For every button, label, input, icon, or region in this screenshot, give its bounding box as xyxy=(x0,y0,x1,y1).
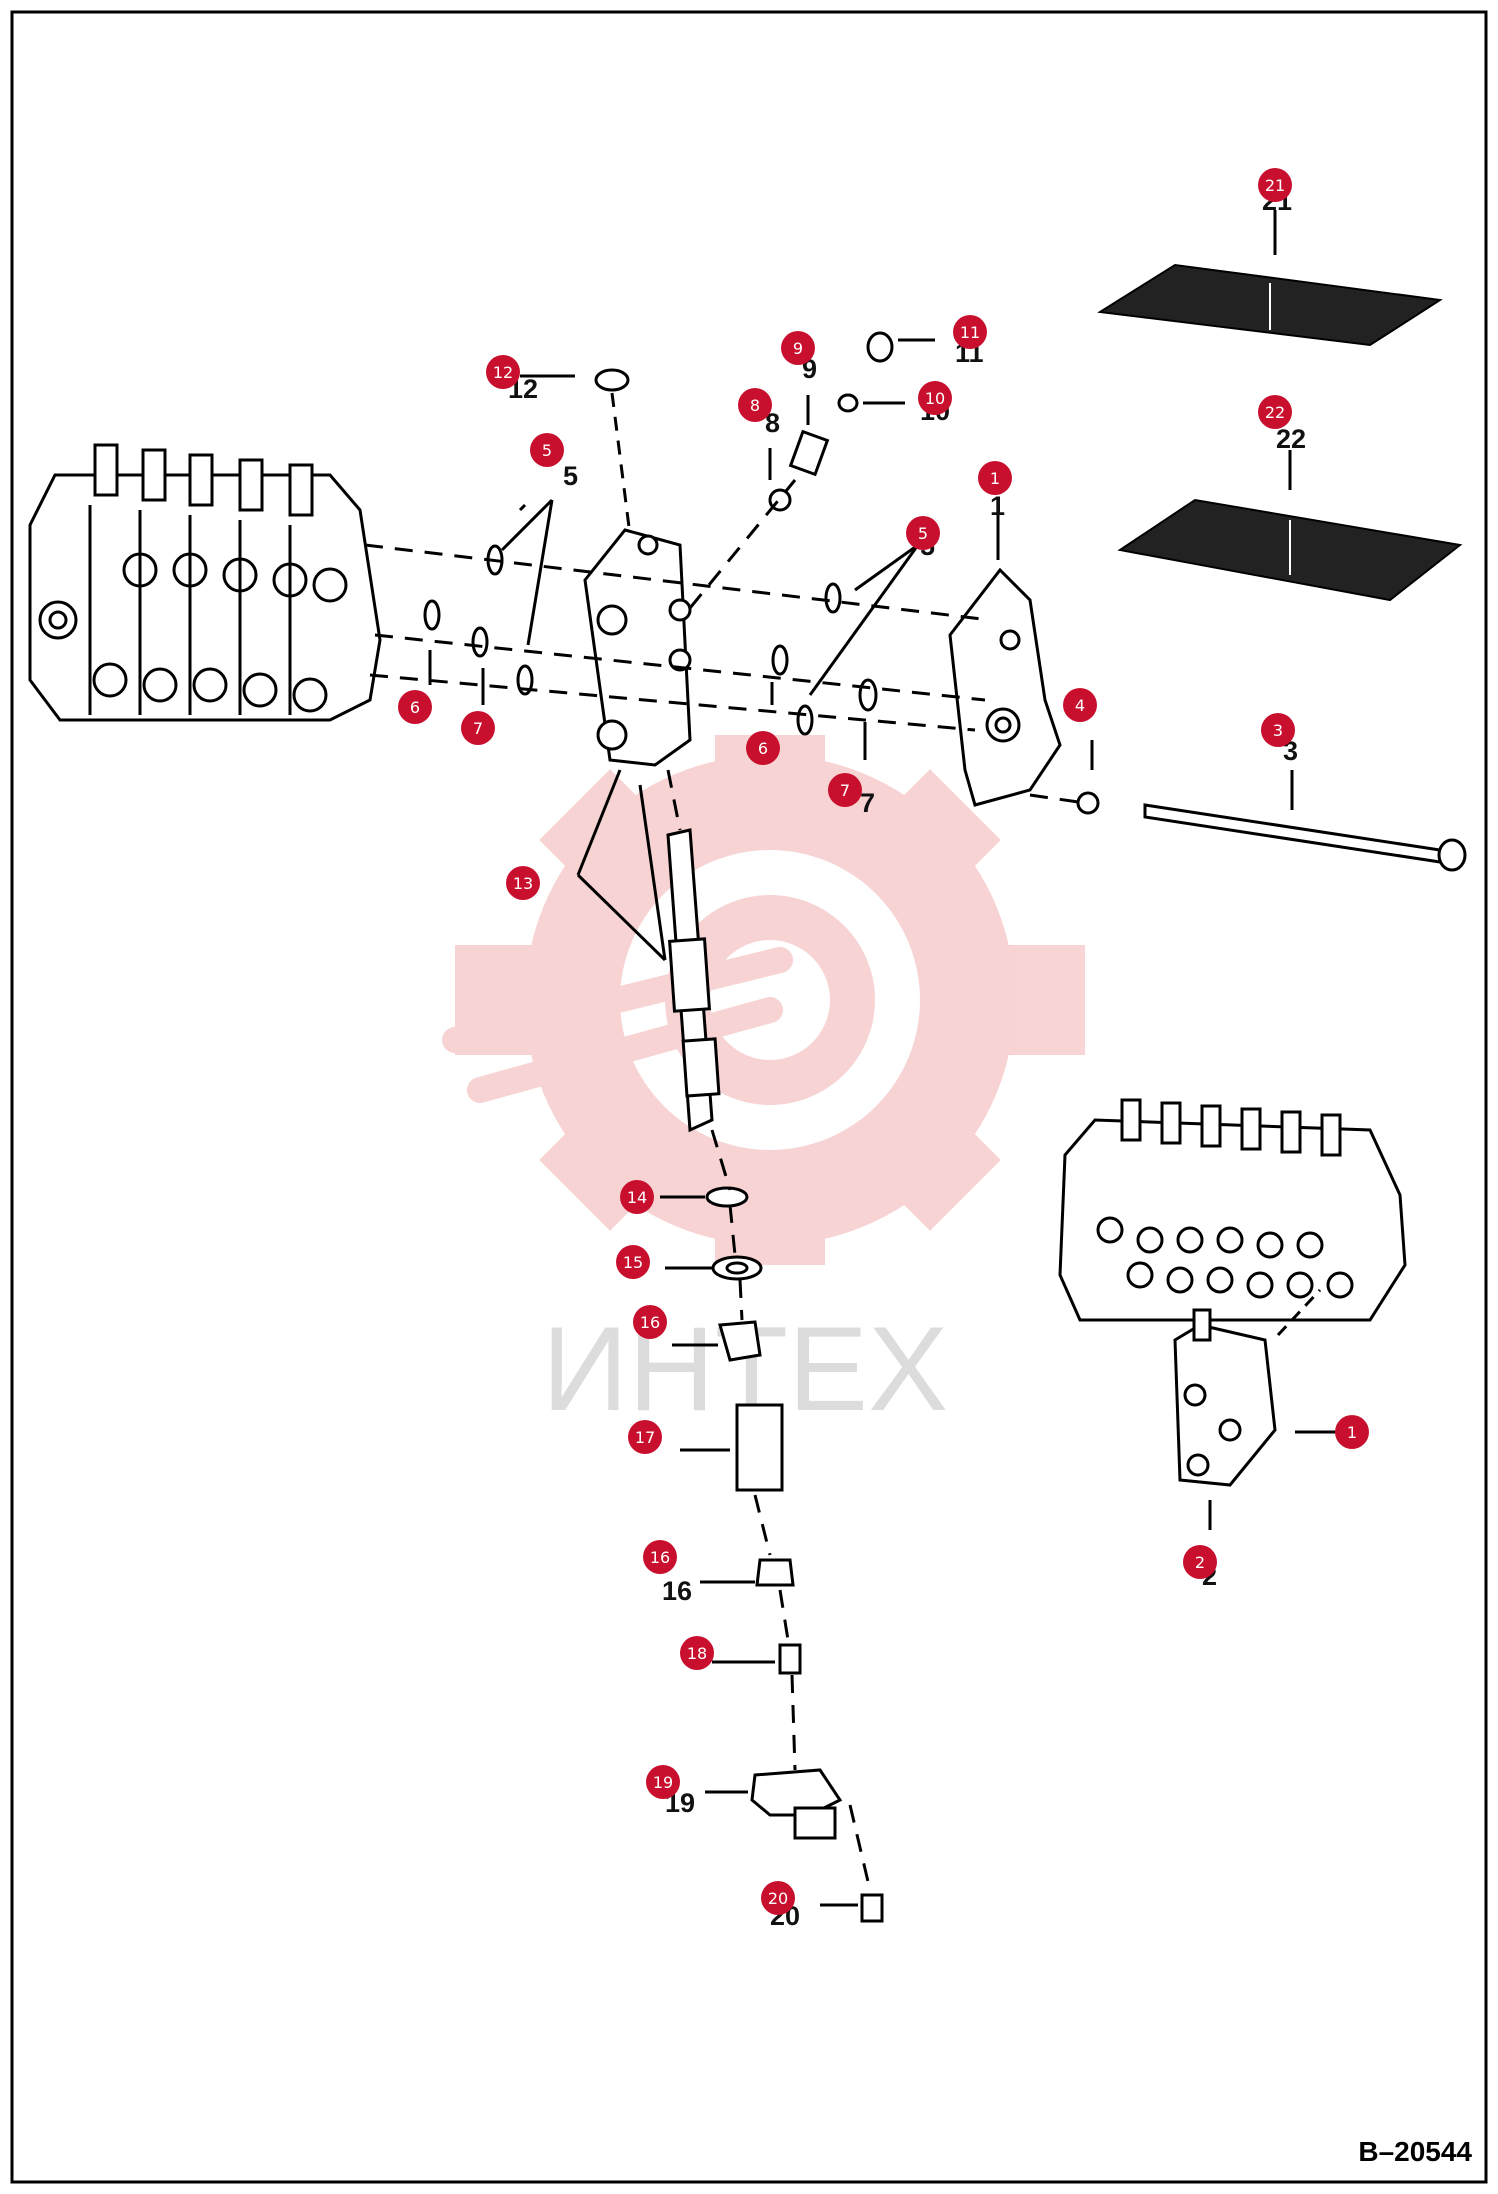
watermark-logo xyxy=(442,735,1085,1265)
svg-text:16: 16 xyxy=(640,1313,660,1332)
callout-3[interactable]: 3 xyxy=(1261,713,1295,747)
svg-text:8: 8 xyxy=(750,396,760,415)
callout-1[interactable]: 1 xyxy=(978,461,1012,495)
assembly-lines xyxy=(364,479,1086,1891)
svg-text:22: 22 xyxy=(1265,403,1285,422)
callout-2[interactable]: 2 xyxy=(1183,1545,1217,1579)
assembled-view xyxy=(1058,1098,1407,1487)
diagram-frame xyxy=(10,10,1488,2184)
leader-lines xyxy=(428,210,1340,1907)
svg-text:6: 6 xyxy=(758,739,768,758)
svg-text:15: 15 xyxy=(623,1253,643,1272)
tie-rod xyxy=(1143,803,1467,872)
part-label-22: 22 xyxy=(1276,424,1306,454)
svg-text:9: 9 xyxy=(793,339,803,358)
callout-8[interactable]: 8 xyxy=(738,388,772,422)
svg-text:2: 2 xyxy=(1195,1553,1205,1572)
callout-6[interactable]: 6 xyxy=(746,731,780,765)
part-label-1: 1 xyxy=(990,491,1005,521)
svg-text:16: 16 xyxy=(650,1548,670,1567)
part-label-5: 5 xyxy=(563,461,578,491)
drawing-reference-code: B–20544 xyxy=(1358,2136,1472,2167)
part-label-16: 16 xyxy=(662,1576,692,1606)
callout-22[interactable]: 22 xyxy=(1258,395,1292,429)
svg-text:17: 17 xyxy=(635,1428,655,1447)
callout-5[interactable]: 5 xyxy=(906,516,940,550)
pad-22 xyxy=(1117,498,1463,602)
part-label-7: 7 xyxy=(860,788,875,818)
svg-text:7: 7 xyxy=(473,719,483,738)
callout-7[interactable]: 7 xyxy=(828,773,862,807)
svg-text:4: 4 xyxy=(1075,696,1085,715)
svg-text:5: 5 xyxy=(918,524,928,543)
valve-bank-left xyxy=(28,443,382,722)
callout-16[interactable]: 16 xyxy=(633,1305,667,1339)
spool xyxy=(666,828,721,1133)
svg-text:19: 19 xyxy=(653,1773,673,1792)
svg-text:10: 10 xyxy=(925,389,945,408)
callout-18[interactable]: 18 xyxy=(680,1636,714,1670)
svg-text:12: 12 xyxy=(493,363,513,382)
callout-10[interactable]: 10 xyxy=(918,381,952,415)
small-parts xyxy=(423,331,1100,1923)
part-label-8: 8 xyxy=(765,408,780,438)
callout-9[interactable]: 9 xyxy=(781,331,815,365)
pad-21 xyxy=(1097,263,1443,347)
svg-text:20: 20 xyxy=(768,1889,788,1908)
callout-15[interactable]: 15 xyxy=(616,1245,650,1279)
callout-13[interactable]: 13 xyxy=(506,866,540,900)
callout-4[interactable]: 4 xyxy=(1063,688,1097,722)
svg-text:5: 5 xyxy=(542,441,552,460)
svg-text:13: 13 xyxy=(513,874,533,893)
svg-text:14: 14 xyxy=(627,1188,647,1207)
callout-6[interactable]: 6 xyxy=(398,690,432,724)
callout-1[interactable]: 1 xyxy=(1335,1415,1369,1449)
valve-section-body xyxy=(583,528,692,767)
callout-16[interactable]: 16 xyxy=(643,1540,677,1574)
callout-19[interactable]: 19 xyxy=(646,1765,680,1799)
svg-text:7: 7 xyxy=(840,781,850,800)
svg-text:1: 1 xyxy=(1347,1423,1357,1442)
svg-text:3: 3 xyxy=(1273,721,1283,740)
callout-21[interactable]: 21 xyxy=(1258,168,1292,202)
end-plate xyxy=(948,567,1062,807)
svg-text:11: 11 xyxy=(960,323,980,342)
callout-12[interactable]: 12 xyxy=(486,355,520,389)
callout-11[interactable]: 11 xyxy=(953,315,987,349)
callout-7[interactable]: 7 xyxy=(461,711,495,745)
callout-14[interactable]: 14 xyxy=(620,1180,654,1214)
svg-text:1: 1 xyxy=(990,469,1000,488)
svg-text:21: 21 xyxy=(1265,176,1285,195)
callouts: 1 2 3 4 5 5 6 6 7 7 8 9 10 11 12 13 14 1… xyxy=(398,168,1369,1915)
svg-text:6: 6 xyxy=(410,698,420,717)
svg-text:18: 18 xyxy=(687,1644,707,1663)
callout-17[interactable]: 17 xyxy=(628,1420,662,1454)
callout-5[interactable]: 5 xyxy=(530,433,564,467)
callout-20[interactable]: 20 xyxy=(761,1881,795,1915)
